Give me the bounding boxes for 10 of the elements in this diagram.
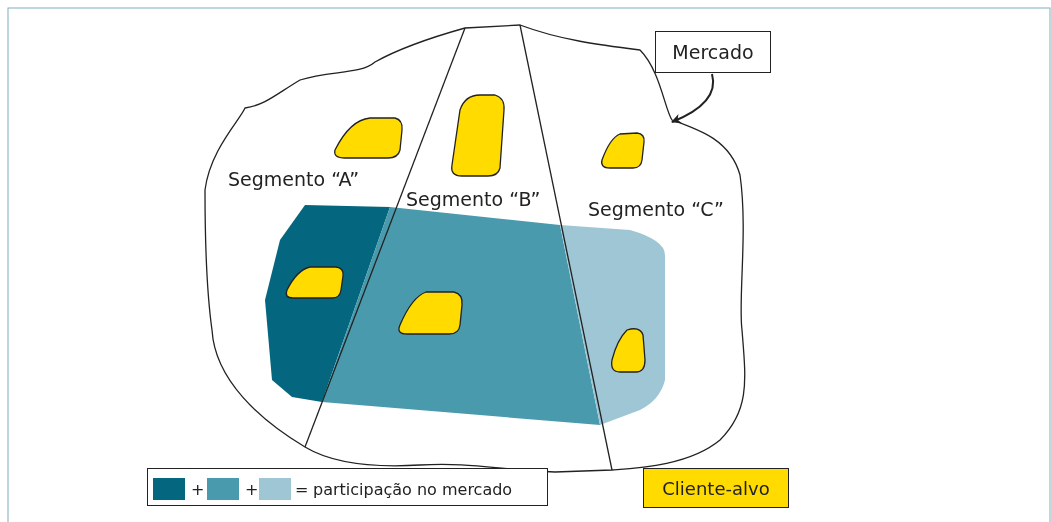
arrow	[671, 73, 715, 124]
segment-label: Segmento “C”	[588, 198, 724, 220]
legend-text: +	[245, 480, 259, 499]
label-box: Mercado	[655, 31, 771, 73]
legend-text: Cliente-alvo	[662, 477, 770, 499]
legend-text: =	[295, 480, 309, 499]
segment-label: Segmento “A”	[228, 168, 360, 190]
legend-text: +	[191, 480, 205, 499]
segment-label: Segmento “B”	[406, 188, 541, 210]
legend-text: participação no mercado	[313, 480, 513, 499]
